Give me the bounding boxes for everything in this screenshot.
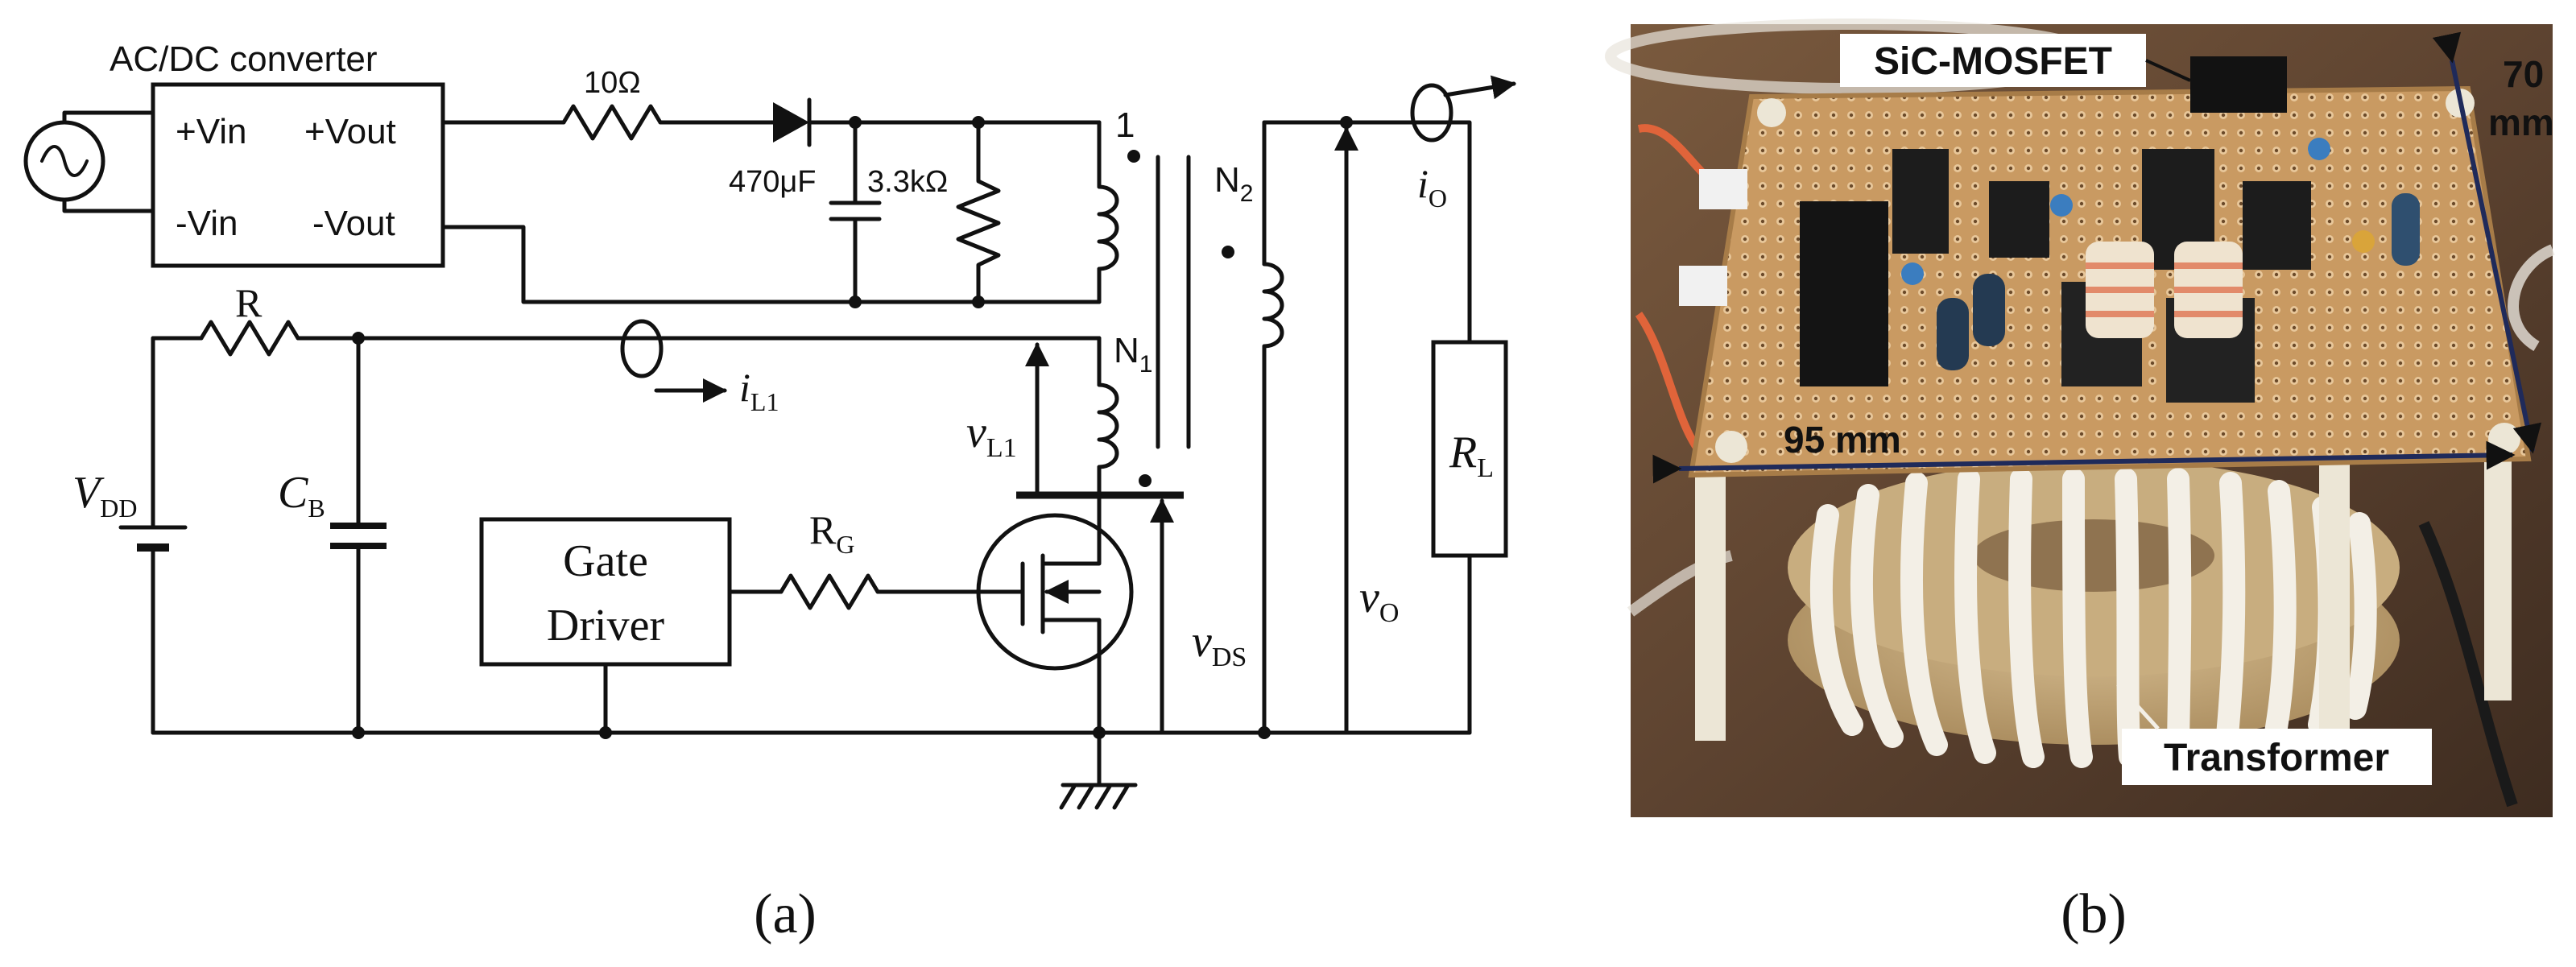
ground-symbol <box>1059 730 1138 810</box>
gate-driver-line2: Driver <box>547 601 665 651</box>
ac-source-symbol <box>23 110 155 213</box>
filter-capacitor-label: 470μF <box>729 165 817 199</box>
gate-resistor-rg: RG <box>779 507 880 610</box>
winding-1: 1 <box>1097 105 1140 304</box>
vl1-label: v <box>966 407 986 457</box>
minus-vin-label: -Vin <box>176 204 238 243</box>
winding-n1: N1 <box>1097 331 1152 498</box>
svg-text:RL: RL <box>1449 428 1494 483</box>
prototype-photo: SiC-MOSFET Transformer 95 mm 70 mm (b) <box>1605 19 2555 945</box>
n2-label: N <box>1214 160 1240 200</box>
io-label: i <box>1417 161 1429 206</box>
rl-subscript: L <box>1477 453 1494 483</box>
rl-label: R <box>1449 428 1477 477</box>
sic-mosfet-label: SiC-MOSFET <box>1874 40 2112 83</box>
il1-label: i <box>739 365 750 410</box>
depth-dimension-line2: mm <box>2488 101 2554 143</box>
load-resistor-rl: RL <box>1431 340 1508 558</box>
svg-text:N2: N2 <box>1214 160 1253 207</box>
vdd-source: VDD <box>72 336 188 735</box>
transformer-photo-label: Transformer <box>2164 737 2389 779</box>
output-current-probe: iO <box>1410 75 1516 213</box>
series-resistor-label: 10Ω <box>584 66 641 100</box>
series-resistor-10ohm: 10Ω <box>561 66 663 141</box>
sic-mosfet-symbol <box>968 493 1134 735</box>
il1-subscript: L1 <box>750 387 779 416</box>
svg-text:N1: N1 <box>1114 331 1152 378</box>
acdc-converter-title: AC/DC converter <box>110 39 378 79</box>
plus-vout-label: +Vout <box>304 112 396 151</box>
dimension-arrows <box>1652 31 2542 484</box>
winding-n2: N2 <box>1214 120 1284 735</box>
transformer-core <box>1156 155 1191 449</box>
photo-annotations: SiC-MOSFET Transformer 95 mm 70 mm <box>1784 34 2554 785</box>
filter-capacitor-470uF: 470μF <box>729 120 882 304</box>
depth-dimension-line1: 70 <box>2503 53 2544 95</box>
vl1-subscript: L1 <box>986 433 1017 463</box>
acdc-converter-block: AC/DC converter +Vin -Vin +Vout -Vout <box>110 39 445 268</box>
r-label: R <box>235 280 263 325</box>
gate-driver-line1: Gate <box>563 536 648 586</box>
svg-text:iL1: iL1 <box>739 365 779 416</box>
n1-subscript: 1 <box>1139 351 1153 378</box>
cb-subscript: B <box>308 494 325 523</box>
rg-label: R <box>809 507 837 552</box>
gate-driver-block: Gate Driver <box>479 517 732 667</box>
capacitor-cb: CB <box>278 336 387 735</box>
svg-text:vDS: vDS <box>1192 617 1247 672</box>
minus-vout-label: -Vout <box>312 204 395 243</box>
svg-text:VDD: VDD <box>72 468 137 523</box>
transformer-photo <box>1788 459 2400 768</box>
pcb-components <box>1679 56 2420 403</box>
svg-text:CB: CB <box>278 468 325 523</box>
svg-text:RG: RG <box>809 507 854 559</box>
vds-label: v <box>1192 617 1212 667</box>
n1-label: N <box>1114 331 1139 370</box>
primary-current-probe: iL1 <box>620 319 779 416</box>
cb-label: C <box>278 468 308 518</box>
svg-text:vL1: vL1 <box>966 407 1017 463</box>
svg-text:vO: vO <box>1359 572 1399 628</box>
bleed-resistor-3k3: 3.3kΩ <box>867 120 1001 304</box>
io-subscript: O <box>1429 184 1447 213</box>
resistor-r: R <box>199 280 300 357</box>
svg-text:iO: iO <box>1417 161 1447 213</box>
diode-symbol <box>773 97 812 147</box>
winding-1-label: 1 <box>1115 105 1135 145</box>
bleed-resistor-label: 3.3kΩ <box>867 165 948 199</box>
vo-label: v <box>1359 572 1379 622</box>
panel-a-label: (a) <box>754 883 817 945</box>
vdd-subscript: DD <box>100 494 137 523</box>
width-dimension-label: 95 mm <box>1784 419 1901 461</box>
vdd-label: V <box>72 468 105 518</box>
n2-subscript: 2 <box>1240 180 1254 207</box>
rg-subscript: G <box>836 530 854 559</box>
panel-b-label: (b) <box>2061 883 2127 945</box>
vds-subscript: DS <box>1212 643 1247 672</box>
plus-vin-label: +Vin <box>176 112 247 151</box>
circuit-diagram: AC/DC converter +Vin -Vin +Vout -Vout 10… <box>23 39 1516 945</box>
vo-subscript: O <box>1379 598 1400 628</box>
